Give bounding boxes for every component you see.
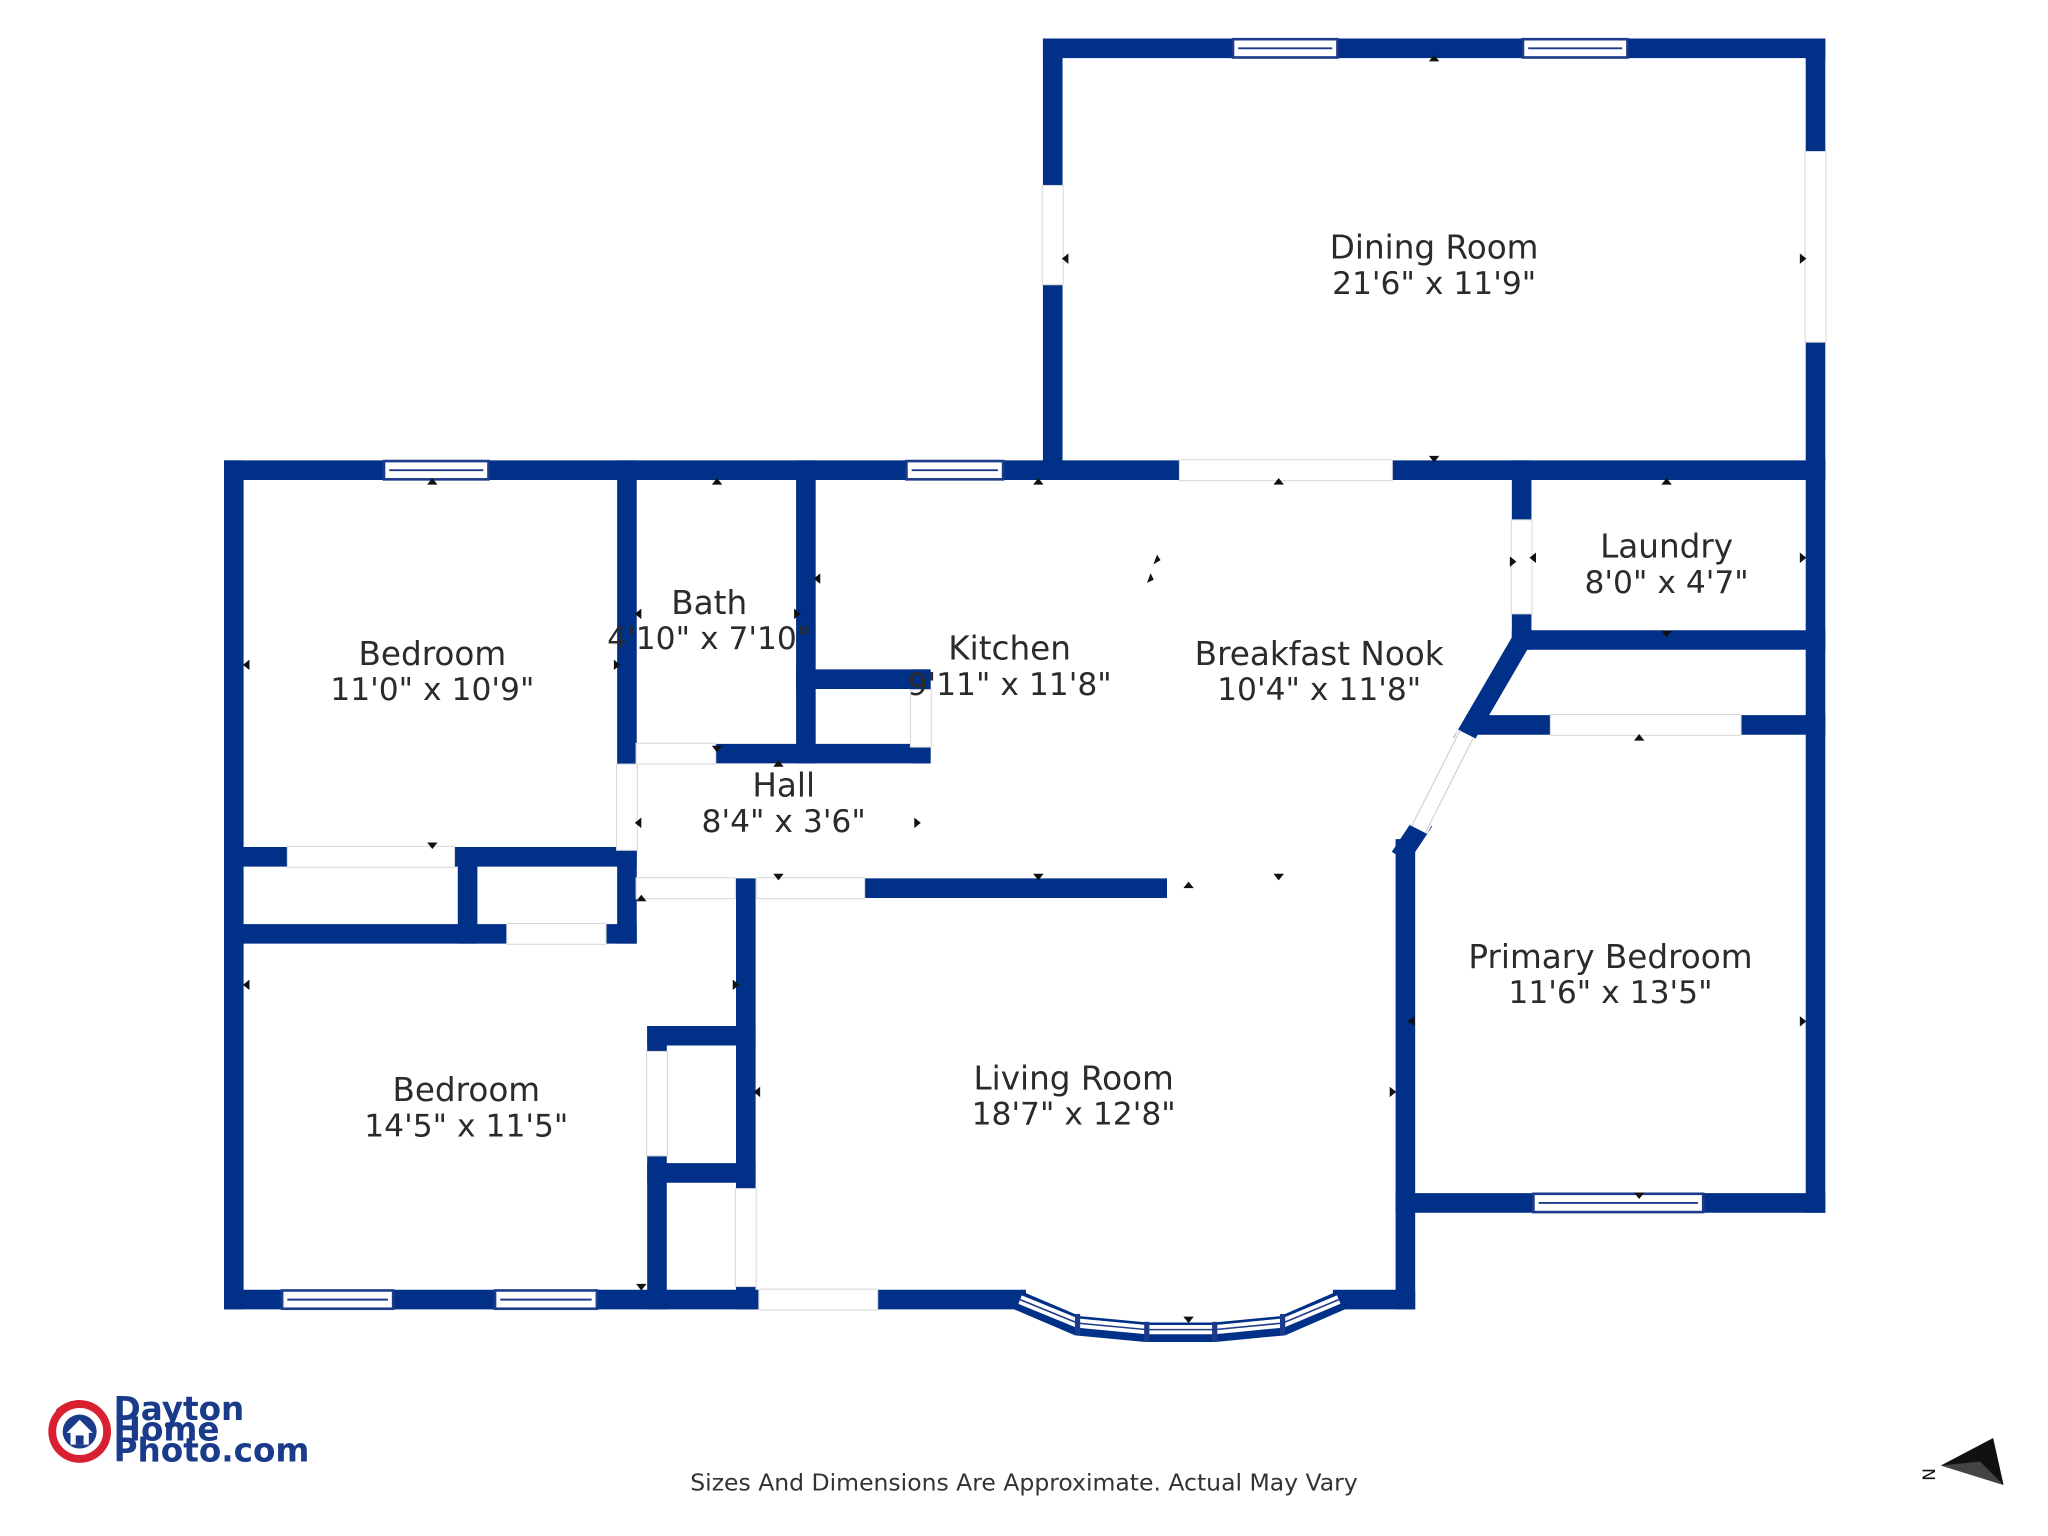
- room-dining-room: Dining Room 21'6" x 11'9": [1330, 229, 1539, 302]
- room-bath: Bath 4'10" x 7'10": [607, 584, 811, 657]
- opening-dining-right: [1804, 150, 1827, 343]
- room-dimensions: 14'5" x 11'5": [364, 1108, 568, 1144]
- room-name: Kitchen: [948, 630, 1071, 668]
- window-kitchen: [905, 459, 1005, 481]
- opening-closet2-door: [646, 1050, 668, 1157]
- room-dimensions: 11'0" x 10'9": [330, 672, 534, 708]
- room-kitchen: Kitchen 9'11" x 11'8": [908, 630, 1112, 703]
- dimension-ticks: [242, 54, 1807, 1324]
- window-dining-2: [1521, 37, 1629, 59]
- compass: N: [1918, 1438, 2004, 1486]
- window-bedroom1: [382, 459, 490, 481]
- dayton-home-photo-logo: Dayton Home Photo.com: [48, 1390, 310, 1470]
- room-dimensions: 11'6" x 13'5": [1508, 975, 1712, 1011]
- room-dimensions: 21'6" x 11'9": [1332, 266, 1536, 302]
- opening-pantry: [909, 689, 932, 748]
- opening-dining-bottom: [1178, 459, 1393, 482]
- opening-living-closet: [734, 1188, 757, 1288]
- opening-hall-bottom1: [635, 877, 736, 900]
- window-dining-1: [1231, 37, 1339, 59]
- opening-front-door: [758, 1288, 879, 1311]
- room-living-room: Living Room 18'7" x 12'8": [972, 1059, 1176, 1132]
- room-bedroom-1: Bedroom 11'0" x 10'9": [330, 635, 534, 708]
- wall-diagonal-lower: [1391, 815, 1433, 863]
- logo-line-2: Home: [114, 1411, 220, 1449]
- room-dimensions: 8'4" x 3'6": [702, 804, 866, 840]
- opening-dining-left: [1041, 184, 1064, 286]
- windows: [280, 37, 1705, 1343]
- window-bedroom2-2: [493, 1289, 599, 1311]
- logo-line-1: Dayton: [114, 1390, 245, 1428]
- room-dimensions: 9'11" x 11'8": [908, 667, 1112, 703]
- opening-bedroom1-closet: [286, 845, 456, 868]
- window-bay: [1012, 1290, 1347, 1343]
- room-name: Bedroom: [392, 1071, 540, 1109]
- room-name: Bath: [671, 584, 747, 622]
- opening-hall-bottom2: [755, 877, 866, 900]
- room-name: Living Room: [973, 1059, 1173, 1097]
- room-dimensions: 8'0" x 4'7": [1584, 565, 1748, 601]
- room-breakfast-nook: Breakfast Nook 10'4" x 11'8": [1195, 635, 1444, 708]
- opening-bath-door: [635, 742, 717, 765]
- room-dimensions: 10'4" x 11'8": [1217, 672, 1421, 708]
- opening-diagonal: [1409, 729, 1476, 834]
- opening-hall-left: [615, 763, 638, 851]
- opening-bedroom2-closet: [506, 922, 607, 945]
- window-primary: [1532, 1192, 1705, 1214]
- room-name: Primary Bedroom: [1468, 938, 1752, 976]
- room-name: Laundry: [1600, 528, 1733, 566]
- compass-letter: N: [1918, 1468, 1938, 1481]
- room-hall: Hall 8'4" x 3'6": [702, 767, 866, 840]
- house-camera-icon: [48, 1400, 112, 1463]
- disclaimer-text: Sizes And Dimensions Are Approximate. Ac…: [690, 1468, 1358, 1496]
- opening-primary-closet: [1549, 713, 1742, 736]
- room-primary-bedroom: Primary Bedroom 11'6" x 13'5": [1468, 938, 1752, 1011]
- room-dimensions: 4'10" x 7'10": [607, 621, 811, 657]
- room-name: Hall: [752, 767, 815, 805]
- logo-line-3: Photo.com: [114, 1432, 310, 1470]
- room-name: Dining Room: [1330, 229, 1539, 267]
- openings: [286, 150, 1827, 1311]
- room-bedroom-2: Bedroom 14'5" x 11'5": [364, 1071, 568, 1144]
- opening-laundry-door: [1510, 519, 1533, 615]
- room-name: Breakfast Nook: [1195, 635, 1444, 673]
- room-dimensions: 18'7" x 12'8": [972, 1097, 1176, 1133]
- room-laundry: Laundry 8'0" x 4'7": [1584, 528, 1748, 601]
- room-name: Bedroom: [359, 635, 507, 673]
- window-bedroom2-1: [280, 1289, 395, 1311]
